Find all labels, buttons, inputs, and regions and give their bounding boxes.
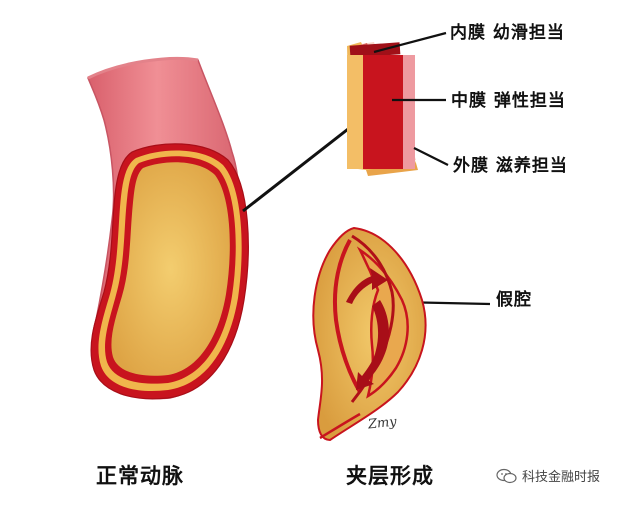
flow-arrow-upper [346, 268, 388, 304]
wall-layers-strip [347, 42, 418, 176]
artist-signature: Zmy [367, 414, 398, 433]
dissection-inner-wall [332, 239, 362, 394]
dissection [312, 226, 427, 442]
normal-artery [87, 56, 249, 400]
leader-adventitia [413, 147, 449, 166]
leader-intima [373, 31, 447, 54]
layer-strip-right [403, 55, 415, 169]
dissection-outer-shell [312, 226, 427, 442]
layer-strip-top [349, 42, 401, 58]
layer-strip-center [363, 55, 403, 169]
layer-strip-left [347, 55, 363, 169]
artery-top-edge [87, 56, 199, 80]
watermark-text: 科技金融时报 [522, 470, 601, 485]
wechat-icon [496, 468, 517, 483]
dissection-bottom-tip [319, 412, 361, 440]
label-media: 中膜 弹性担当 [451, 91, 566, 111]
pointer-line [242, 124, 353, 213]
flow-arrow-lower [356, 300, 389, 390]
caption-normal-artery: 正常动脉 [96, 464, 184, 488]
cross-section-lumen [111, 162, 230, 376]
label-adventitia: 外膜 滋养担当 [453, 156, 568, 176]
label-intima: 内膜 幼滑担当 [450, 23, 565, 43]
watermark: 科技金融时报 [496, 466, 600, 485]
label-false-lumen: 假腔 [496, 290, 532, 310]
caption-dissection: 夹层形成 [346, 464, 434, 488]
